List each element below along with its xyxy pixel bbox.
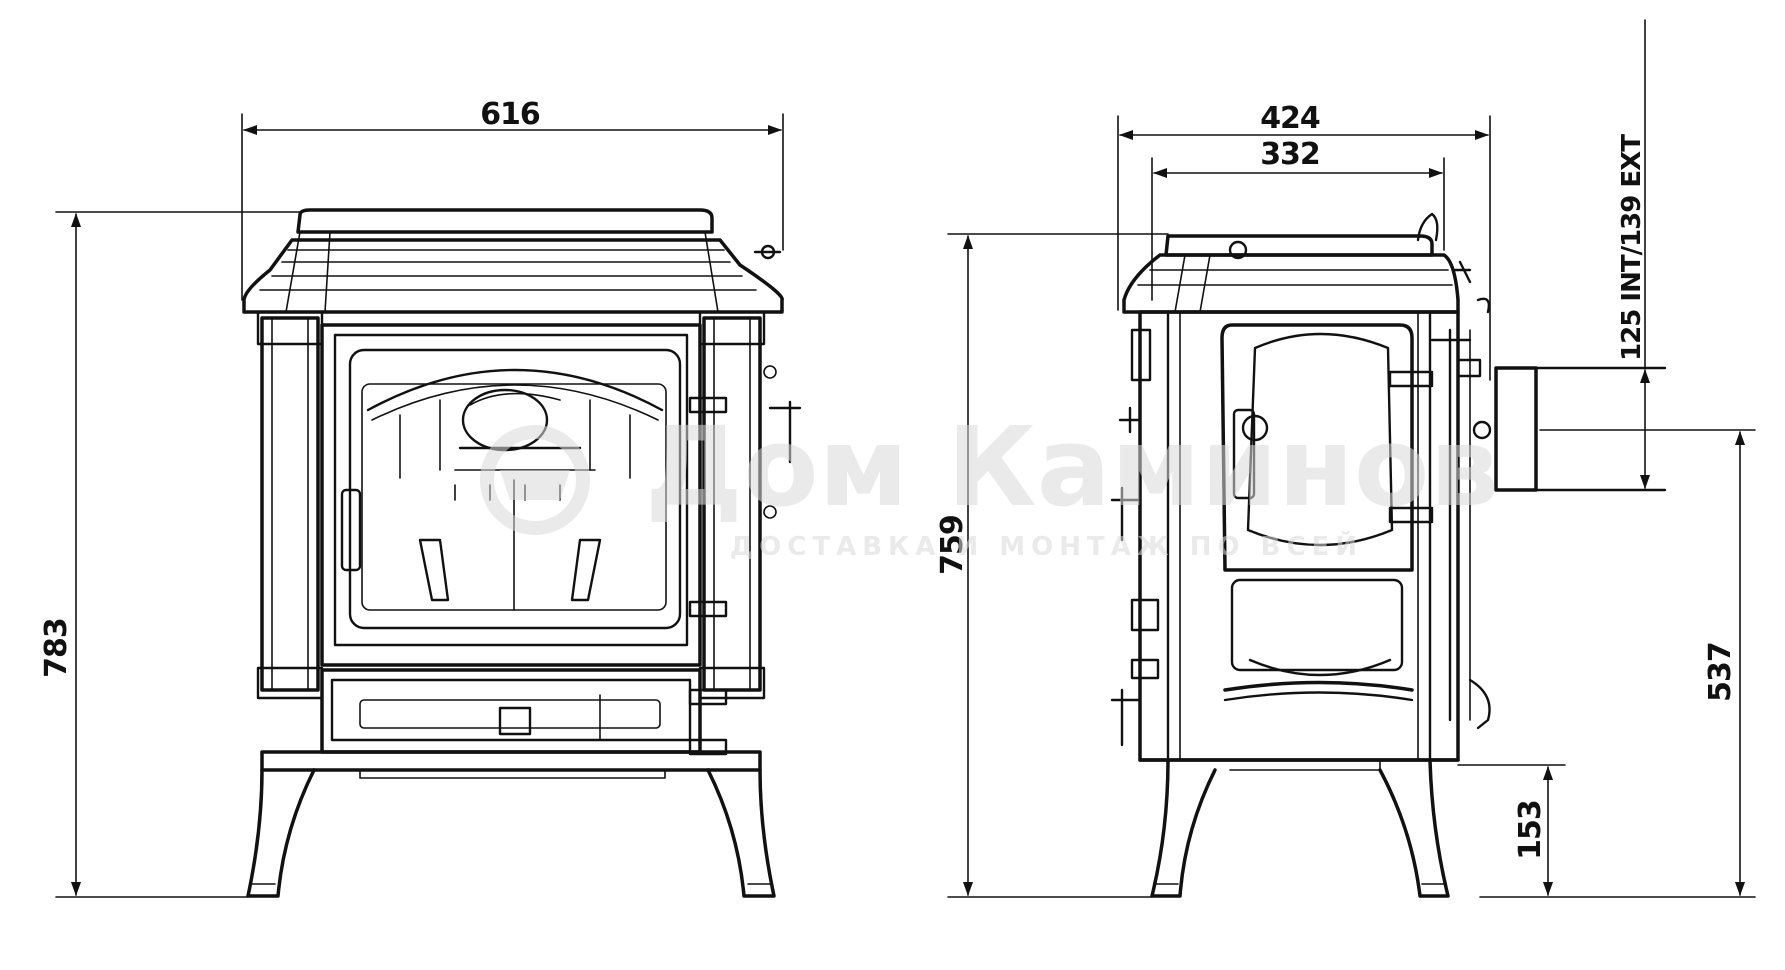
- dimension-lines: [55, 19, 1756, 898]
- leg-height-label: 153: [1513, 800, 1548, 860]
- flue-center-height-label: 537: [1703, 642, 1738, 702]
- side-view: [1110, 212, 1667, 898]
- watermark: Дом Каминов ДОСТАВКА И МОНТАЖ ПО ВСЕЙ: [480, 403, 1499, 562]
- front-height-label: 783: [39, 618, 74, 678]
- flue-diameter-label: 125 INT/139 EXT: [1617, 134, 1647, 361]
- side-inner-depth-label: 332: [1260, 137, 1320, 172]
- front-view: [242, 208, 802, 898]
- side-depth-label: 424: [1260, 101, 1320, 136]
- watermark-text: Дом Каминов: [645, 403, 1499, 531]
- side-height-label: 759: [935, 515, 970, 575]
- front-width-label: 616: [480, 97, 540, 132]
- watermark-subtext: ДОСТАВКА И МОНТАЖ ПО ВСЕЙ: [730, 530, 1363, 562]
